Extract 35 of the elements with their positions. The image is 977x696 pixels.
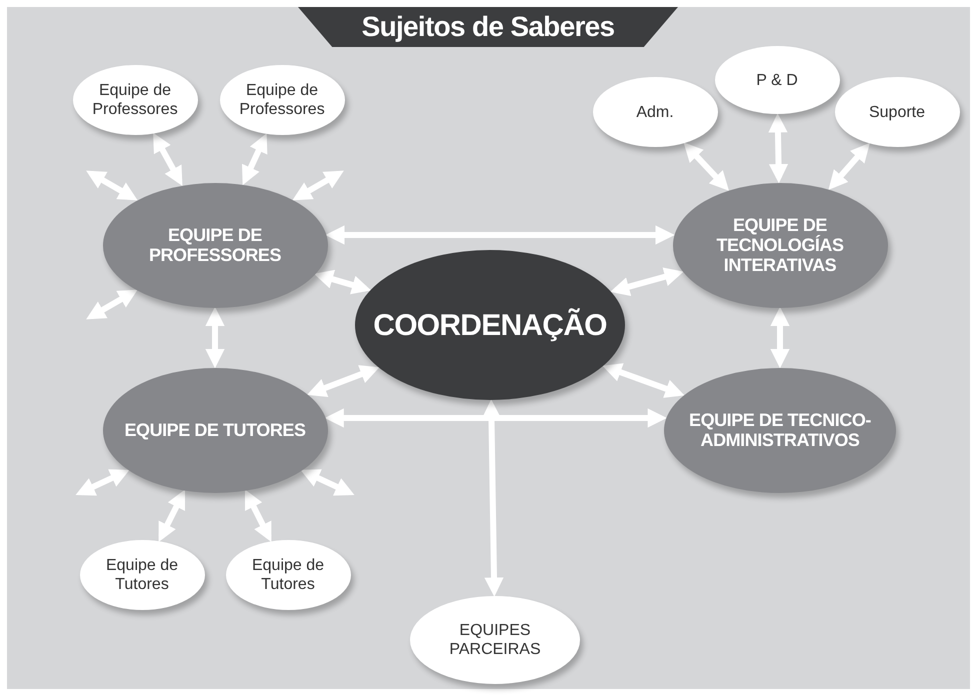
node-label: EQUIPE DE TECNICO-ADMINISTRATIVOS bbox=[688, 410, 872, 450]
node-label: EQUIPE DE TECNOLOGÍAS INTERATIVAS bbox=[715, 215, 845, 275]
node-label: Equipe de Tutores bbox=[104, 556, 180, 594]
double-arrow bbox=[86, 290, 138, 320]
node-label: Equipe de Professores bbox=[239, 81, 325, 119]
double-arrow bbox=[300, 469, 354, 496]
double-arrow bbox=[768, 113, 788, 184]
double-arrow bbox=[242, 133, 268, 186]
node-label: COORDENAÇÃO bbox=[373, 307, 607, 344]
double-arrow bbox=[76, 469, 130, 496]
double-arrow bbox=[86, 170, 138, 200]
double-arrow bbox=[307, 365, 380, 397]
node-label: EQUIPES PARCEIRAS bbox=[448, 621, 542, 659]
double-arrow bbox=[325, 225, 675, 245]
double-arrow bbox=[292, 170, 344, 200]
double-arrow bbox=[828, 142, 870, 190]
double-arrow bbox=[314, 270, 372, 294]
double-arrow bbox=[324, 408, 667, 428]
node-label: Equipe de Tutores bbox=[250, 556, 326, 594]
title-banner: Sujeitos de Saberes bbox=[298, 7, 678, 47]
node-label: Adm. bbox=[636, 102, 674, 122]
double-arrow bbox=[153, 132, 182, 186]
node-label: EQUIPE DE TUTORES bbox=[124, 420, 306, 440]
double-arrow bbox=[158, 490, 186, 542]
node-label: EQUIPE DE PROFESSORES bbox=[148, 225, 282, 265]
double-arrow bbox=[684, 142, 729, 191]
node-label: Suporte bbox=[868, 102, 926, 122]
double-arrow bbox=[770, 306, 790, 368]
node-label: Equipe de Professores bbox=[92, 81, 178, 119]
node-label: P & D bbox=[756, 70, 798, 90]
double-arrow bbox=[602, 363, 684, 398]
double-arrow bbox=[482, 399, 504, 597]
double-arrow bbox=[205, 306, 225, 368]
double-arrow bbox=[610, 267, 684, 296]
double-arrow bbox=[244, 490, 272, 542]
